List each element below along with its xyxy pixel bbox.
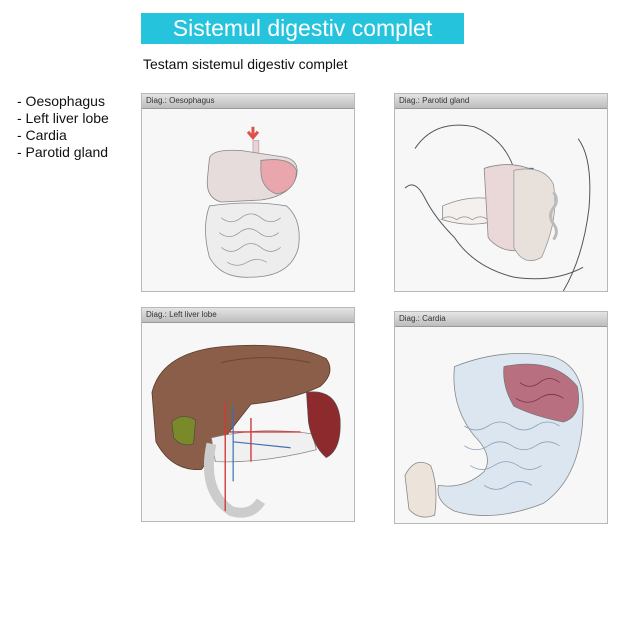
digestive-system-icon [142, 109, 354, 291]
liver-pancreas-icon [142, 323, 354, 521]
head-parotid-icon [395, 109, 607, 291]
diagnosis-item: - Oesophagus [17, 93, 105, 109]
panel-header: Diag.: Parotid gland [395, 94, 607, 109]
diagnosis-list: - Oesophagus - Left liver lobe - Cardia … [17, 93, 109, 161]
panel-header: Diag.: Cardia [395, 312, 607, 327]
stomach-icon [395, 327, 607, 523]
panel-header: Diag.: Oesophagus [142, 94, 354, 109]
diagnosis-item: - Cardia [17, 127, 67, 143]
panel-header: Diag.: Left liver lobe [142, 308, 354, 323]
panel-left-liver-lobe[interactable]: Diag.: Left liver lobe [141, 307, 355, 522]
panel-oesophagus[interactable]: Diag.: Oesophagus [141, 93, 355, 292]
diagnosis-item: - Left liver lobe [17, 110, 109, 126]
page-subtitle: Testam sistemul digestiv complet [143, 56, 348, 72]
panel-cardia[interactable]: Diag.: Cardia [394, 311, 608, 524]
panel-parotid-gland[interactable]: Diag.: Parotid gland [394, 93, 608, 292]
page-title: Sistemul digestiv complet [141, 13, 464, 44]
diagnosis-item: - Parotid gland [17, 144, 109, 160]
